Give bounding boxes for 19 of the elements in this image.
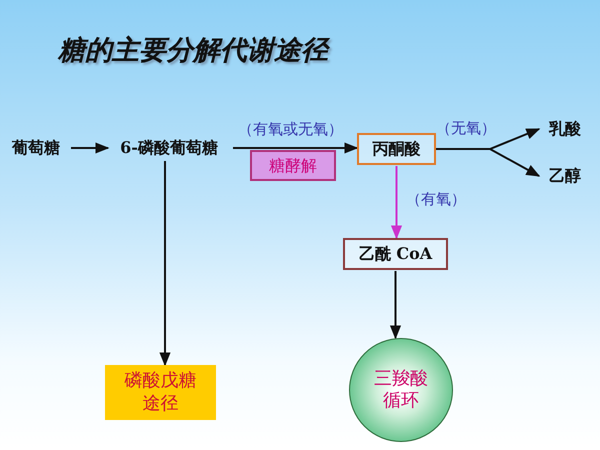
node-label: 乳酸 — [543, 117, 587, 141]
arrow — [233, 142, 358, 154]
node-label: 乙醇 — [543, 164, 587, 188]
process-box: 丙酮酸 — [357, 133, 436, 165]
edge-label: （有氧或无氧） — [237, 120, 344, 139]
edge-label: （有氧） — [405, 190, 467, 209]
cycle-circle: 三羧酸循环 — [349, 338, 453, 442]
title: 糖的主要分解代谢途径 — [58, 34, 328, 68]
edge-label: （无氧） — [435, 119, 497, 138]
process-box: 乙酰 CoA — [343, 238, 448, 270]
node-label: 葡萄糖 — [4, 136, 68, 160]
arrow — [159, 161, 171, 366]
process-label-box: 糖酵解 — [250, 150, 336, 181]
pathway-box: 磷酸戊糖途径 — [105, 365, 216, 420]
arrow — [71, 142, 110, 154]
arrow — [436, 148, 540, 177]
arrow — [390, 271, 402, 340]
node-label: 6-磷酸葡萄糖 — [108, 136, 230, 160]
arrow — [390, 166, 402, 240]
